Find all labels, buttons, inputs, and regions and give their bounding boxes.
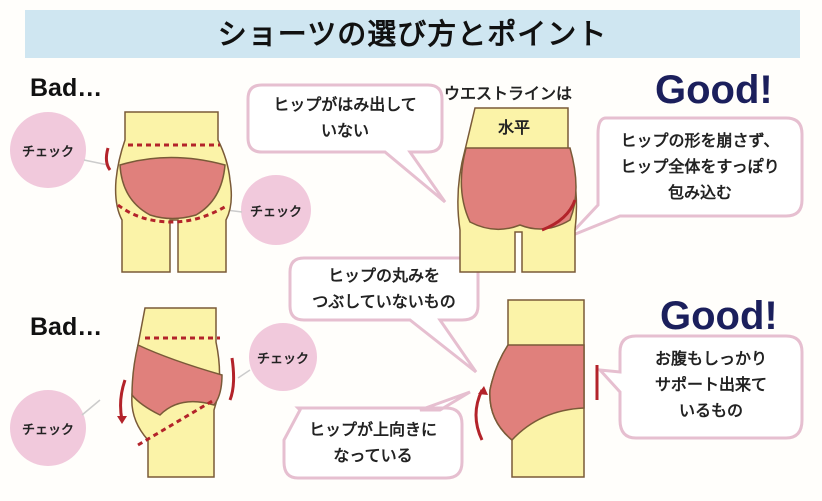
bad-label-bottom: Bad… — [30, 313, 103, 341]
bubble-line: ヒップがはみ出して — [273, 95, 417, 114]
figure-bottom-bad — [131, 307, 223, 478]
bubble-line: ヒップ全体をすっぽり — [620, 157, 780, 176]
good-label-bottom: Good! — [660, 294, 778, 338]
check-label: チェック — [21, 145, 74, 160]
bubble-line: いない — [320, 121, 369, 140]
figure-bottom-good — [489, 299, 585, 478]
check-label: チェック — [256, 352, 309, 367]
title-banner — [25, 10, 800, 58]
bubble-line: お腹もしっかり — [654, 349, 767, 368]
bubble-line: ヒップが上向きに — [308, 420, 437, 439]
bubble-top-left-text: ヒップがはみ出して いない — [248, 92, 442, 144]
bubble-mid-text: ヒップの丸みを つぶしていないもの — [290, 263, 478, 315]
bubble-line: 包み込む — [667, 183, 732, 202]
figure-top-good — [457, 107, 578, 273]
check-circle — [10, 112, 86, 188]
good-label-top: Good! — [655, 68, 773, 112]
check-label: チェック — [21, 423, 74, 438]
bubble-bottom-text: ヒップが上向きに なっている — [284, 417, 462, 469]
check-circle — [10, 390, 86, 466]
bubble-line: いるもの — [678, 401, 743, 420]
check-circle — [241, 175, 311, 245]
figure-top-bad — [114, 111, 233, 273]
bubble-line: なっている — [333, 446, 413, 465]
bubble-line: ヒップの形を崩さず、 — [620, 131, 780, 150]
check-circle — [249, 323, 317, 391]
bubble-bottom — [282, 390, 471, 480]
bubble-bottom-right — [596, 334, 804, 440]
waistline-value: 水平 — [498, 118, 531, 137]
bubble-line: サポート出来て — [654, 375, 767, 394]
bad-label-top: Bad… — [30, 74, 103, 102]
bubble-line: つぶしていないもの — [312, 292, 456, 311]
bubble-line: ヒップの丸みを — [327, 266, 440, 285]
check-label: チェック — [249, 205, 302, 220]
waistline-label: ウエストラインは — [444, 84, 573, 103]
bubble-top-right — [566, 116, 804, 239]
bubble-bottom-right-text: お腹もしっかり サポート出来て いるもの — [620, 346, 802, 424]
bubble-top-right-text: ヒップの形を崩さず、 ヒップ全体をすっぽり 包み込む — [598, 128, 802, 206]
page-title: ショーツの選び方とポイント — [217, 17, 608, 51]
bubble-top-left — [246, 83, 447, 204]
